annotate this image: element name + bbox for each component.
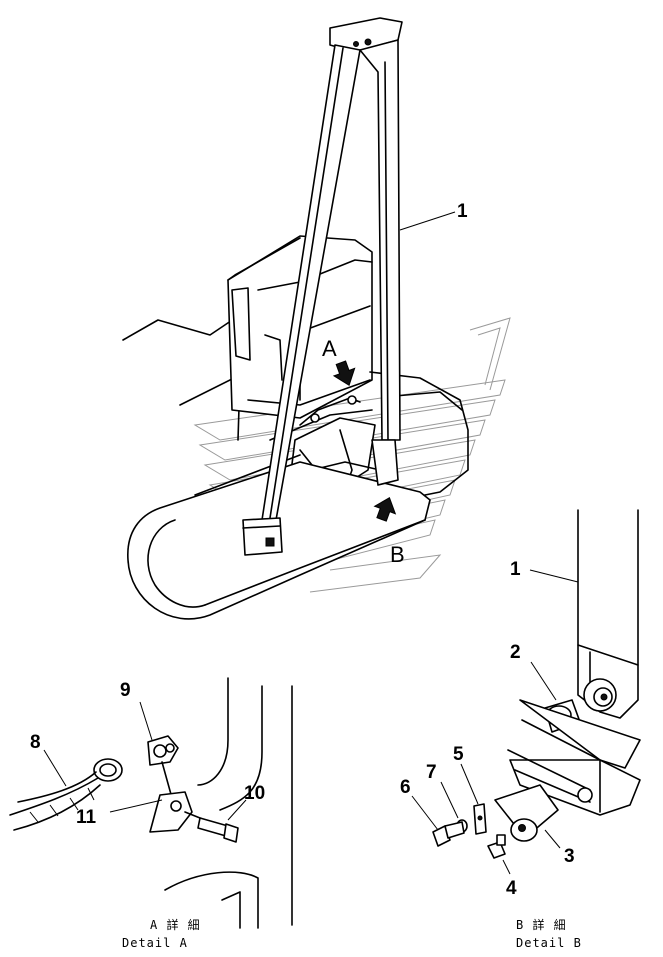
- callout-detail-b-6: 6: [400, 777, 411, 798]
- caption-detail-a-jp: A 詳 細: [150, 917, 201, 932]
- callout-detail-b-1: 1: [510, 559, 521, 580]
- callout-detail-b-2: 2: [510, 642, 521, 663]
- detail-a-view: [9, 677, 293, 929]
- view-arrow-label-b: B: [390, 542, 405, 567]
- callout-main-1: 1: [457, 201, 468, 222]
- callout-detail-b-4: 4: [506, 878, 517, 899]
- callout-detail-b-3: 3: [564, 846, 575, 867]
- callout-detail-b-7: 7: [426, 762, 437, 783]
- caption-detail-b-jp: B 詳 細: [516, 917, 567, 932]
- leader-line-main-1: [399, 211, 456, 231]
- callout-detail-a-8: 8: [30, 732, 41, 753]
- detail-b-view: [411, 509, 641, 875]
- caption-detail-a-en: Detail A: [122, 936, 188, 950]
- excavator-main-view: [122, 17, 469, 620]
- callout-detail-b-5: 5: [453, 744, 464, 765]
- callout-detail-a-11: 11: [76, 807, 97, 828]
- view-arrow-label-a: A: [322, 336, 337, 361]
- callout-detail-a-9: 9: [120, 680, 131, 701]
- callout-detail-a-10: 10: [244, 783, 265, 804]
- caption-detail-b-en: Detail B: [516, 936, 582, 950]
